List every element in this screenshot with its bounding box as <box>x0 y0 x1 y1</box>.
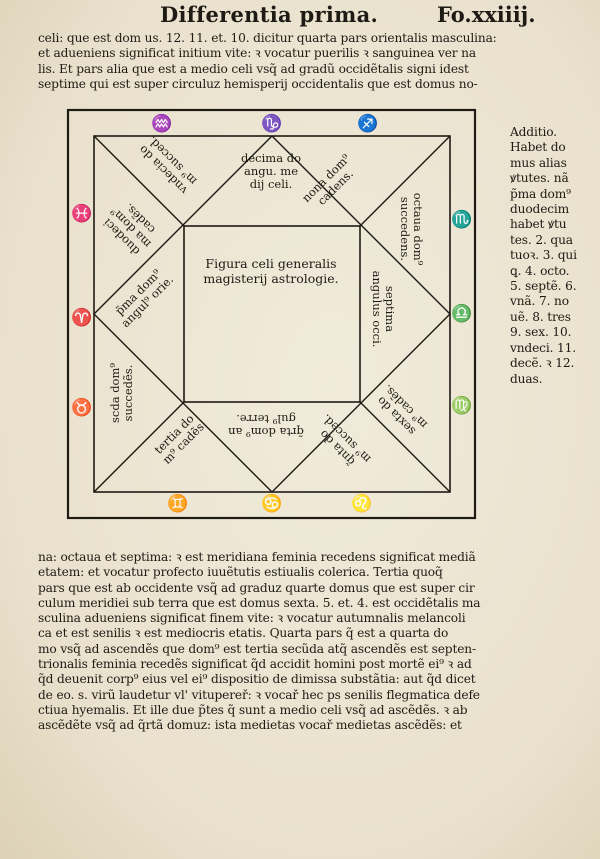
margin-note-line: duodecim <box>510 202 570 217</box>
text-line: de eo. s. virũ laudetur vl' vitupereř: ꝛ… <box>38 687 480 702</box>
folio-number: Fo.xxiiij. <box>437 2 536 27</box>
scorpio-icon: ♏ <box>451 210 473 230</box>
margin-note-line: vndeci. 11. <box>510 340 576 355</box>
text-line: culum meridiei sub terra que est domus s… <box>38 595 481 610</box>
margin-note-line: decẽ. ꝛ 12. <box>510 356 575 371</box>
margin-note-line: uẽ. 8. tres <box>510 309 571 324</box>
text-line: lis. Et pars alia que est a medio celi v… <box>38 61 469 76</box>
top-paragraph: celi: que est dom us. 12. 11. et. 10. di… <box>38 31 497 92</box>
margin-note-line: mus alias <box>510 155 567 170</box>
sagittarius-icon: ♐ <box>357 114 379 134</box>
text-line: sculina adueniens significat finem vite:… <box>38 611 466 626</box>
margin-note-line: Additio. <box>510 125 557 139</box>
horoscope-figure: ♒ ♑ ♐ ♏ ♎ ♍ ♌ ♋ ♊ ♉ ♈ ♓ Figura celi gene… <box>66 108 477 520</box>
margin-note: Additio. Habet do mus alias ꝟtutes. nã p… <box>510 125 598 387</box>
running-title: Differentia prima. <box>160 2 379 27</box>
margin-note-line: p̃ma dom⁹ <box>510 186 571 201</box>
margin-note-line: ꝗ. 4. octo. <box>510 263 570 278</box>
text-line: trionalis feminia recedẽs significat q̃d… <box>38 657 472 672</box>
text-line: na: octaua et septima: ꝛ est meridiana f… <box>38 550 476 564</box>
text-line: ctiua hyemalis. Et ille due p̃tes q̃ sun… <box>38 702 468 717</box>
margin-note-line: duas. <box>510 371 543 386</box>
aquarius-icon: ♒ <box>151 114 173 134</box>
leo-icon: ♌ <box>351 494 373 514</box>
house-2-label: scda dom⁹ succedẽs. <box>108 363 135 424</box>
margin-note-line: ꝟtutes. nã <box>510 171 569 186</box>
text-line: mo vsq̃ ad ascendẽs que dom⁹ est tertia … <box>38 641 476 656</box>
text-line: celi: que est dom us. 12. 11. et. 10. di… <box>38 31 497 45</box>
margin-note-line: Habet do <box>510 140 566 155</box>
house-8-label: octaua dom⁹ succedens. <box>398 192 425 266</box>
aries-icon: ♈ <box>71 308 93 328</box>
margin-note-line: tuoꝛ. 3. qui <box>510 248 577 263</box>
text-line: septime qui est super circuluz hemisperi… <box>38 76 478 91</box>
bottom-paragraph: na: octaua et septima: ꝛ est meridiana f… <box>38 550 481 734</box>
margin-note-line: vnã. 7. no <box>510 294 569 309</box>
capricorn-icon: ♑ <box>261 114 283 134</box>
margin-note-line: tes. 2. qua <box>510 232 573 247</box>
gemini-icon: ♊ <box>167 494 189 514</box>
cancer-icon: ♋ <box>261 494 283 514</box>
margin-note-line: 5. septẽ. 6. <box>510 279 577 294</box>
libra-icon: ♎ <box>451 304 473 324</box>
text-line: q̃d deuenit corp⁹ eius vel ei⁹ dispositi… <box>38 672 476 687</box>
house-7-label: septima angulus occi. <box>370 270 397 348</box>
text-line: et adueniens significat initium vite: ꝛ … <box>38 46 476 61</box>
pisces-icon: ♓ <box>71 204 93 224</box>
house-10-label: decima do angu. me dij celi. <box>241 151 301 191</box>
horoscope-grid <box>66 108 477 520</box>
text-line: ca et est senilis ꝛ est mediocris etatis… <box>38 626 449 641</box>
margin-note-line: 9. sex. 10. <box>510 325 572 340</box>
virgo-icon: ♍ <box>451 396 473 416</box>
figure-center-title: Figura celi generalis magisterij astrolo… <box>203 256 339 286</box>
house-4-label: q̃rta dom⁹ an gul⁹ terre. <box>228 412 304 439</box>
text-line: ascẽdẽte vsq̃ ad q̃rtã domuz: ista medie… <box>38 718 462 733</box>
taurus-icon: ♉ <box>71 398 93 418</box>
text-line: etatem: et vocatur profecto iuuẽtutis es… <box>38 565 443 580</box>
margin-note-line: habet ꝟtu <box>510 217 567 232</box>
text-line: pars que est ab occidente vsq̃ ad graduz… <box>38 580 475 595</box>
